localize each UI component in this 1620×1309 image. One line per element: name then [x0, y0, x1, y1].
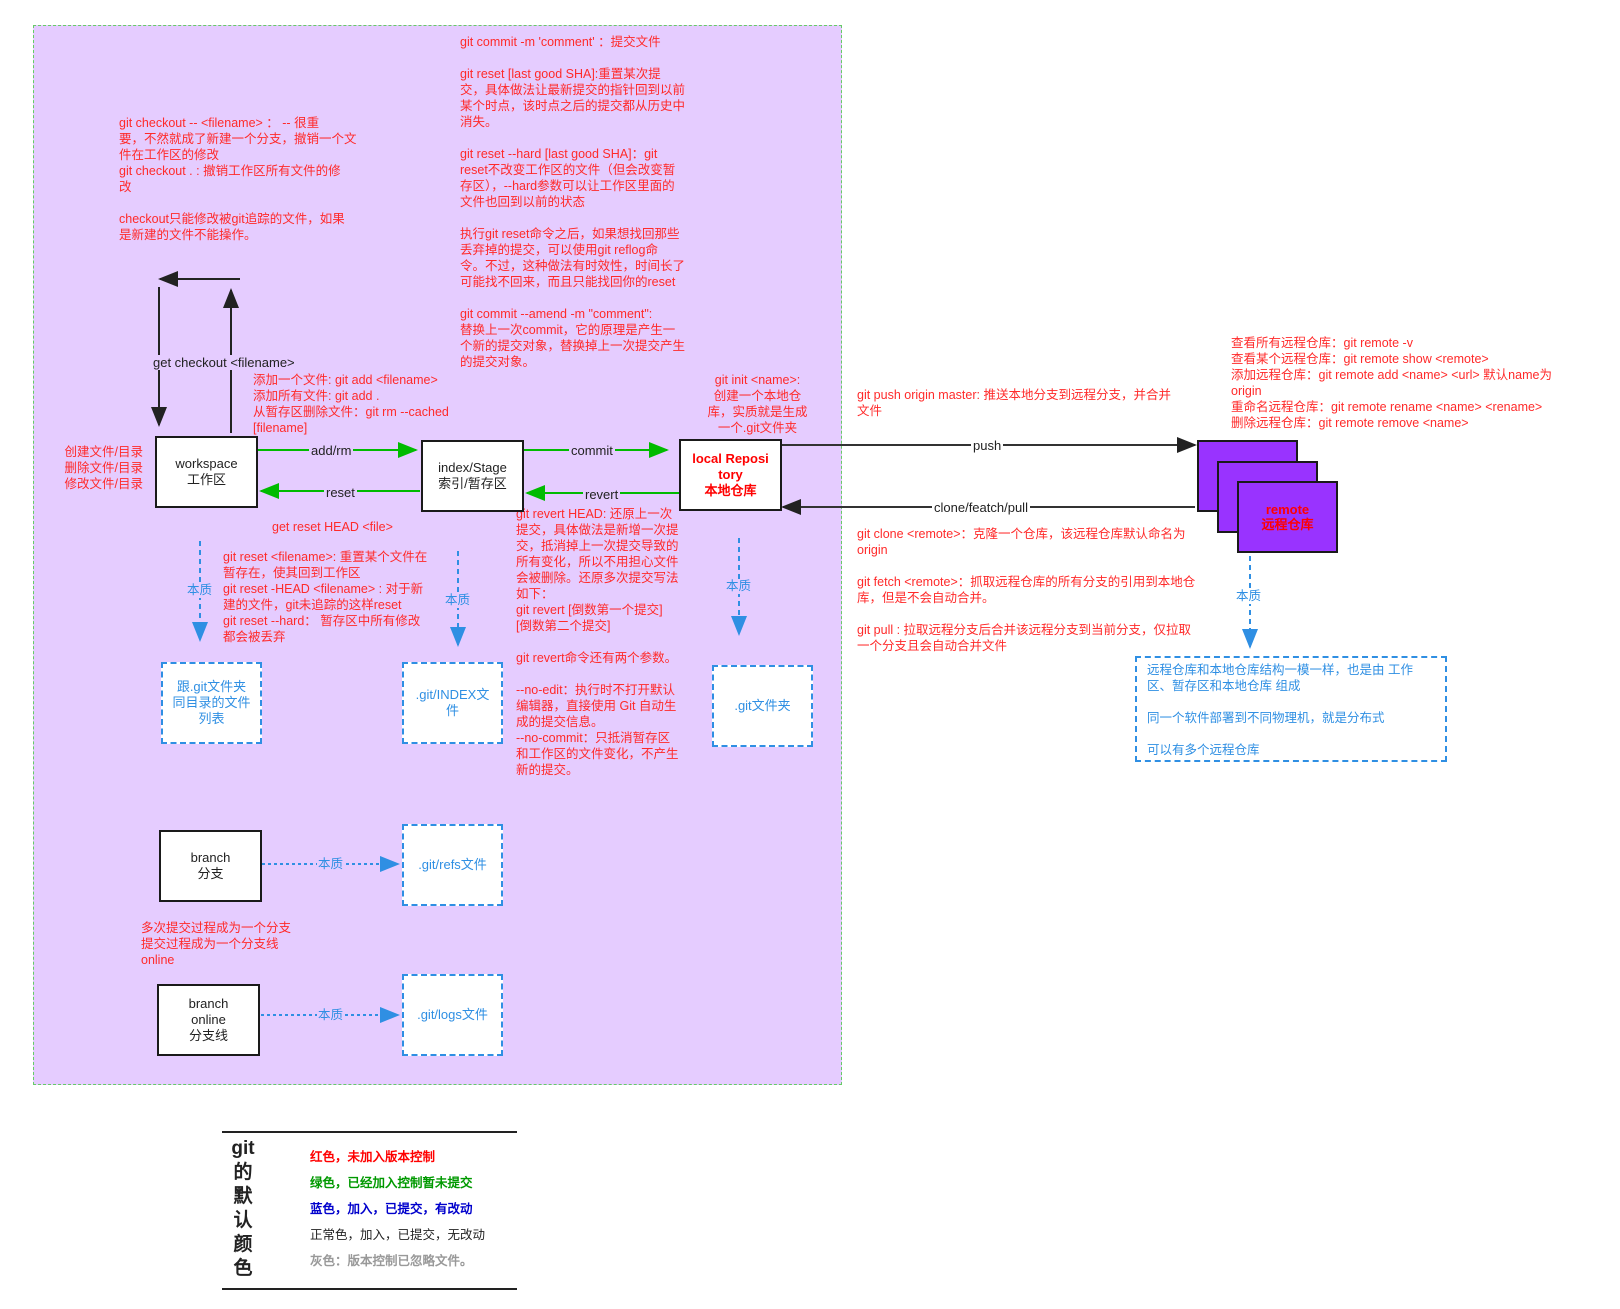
remote-desc-text: 远程仓库和本地仓库结构一模一样，也是由 工作 区、暂存区和本地仓库 组成 同一个…: [1147, 663, 1413, 757]
local-git-region: [33, 25, 842, 1085]
reset-file-note: git reset <filename>: 重置某个文件在 暂存在，使其回到工作…: [223, 550, 428, 644]
clone-fetch-pull-note: git clone <remote>：克隆一个仓库，该远程仓库默认命名为 ori…: [857, 527, 1196, 653]
commit-reset-note: git commit -m 'comment' ：提交文件 git reset …: [460, 35, 686, 369]
git-init-note: git init <name>: 创建一个本地仓 库，实质就是生成 一个.git…: [707, 373, 808, 435]
push-origin-note: git push origin master: 推送本地分支到远程分支，并合并 …: [857, 388, 1171, 418]
revert-label: revert: [583, 487, 621, 502]
git-logs-box: .git/logs文件: [402, 974, 503, 1056]
essence-label-index: 本质: [444, 593, 472, 608]
add-note: 添加一个文件: git add <filename> 添加所有文件: git a…: [253, 373, 449, 435]
essence-label-repo: 本质: [725, 579, 753, 594]
legend-item-green: 绿色，已经加入控制暂未提交: [310, 1176, 473, 1190]
git-index-box: .git/INDEX文 件: [402, 662, 503, 744]
git-refs-box: .git/refs文件: [402, 824, 503, 906]
push-label: push: [971, 438, 1004, 453]
checkout-note: git checkout -- <filename> ： -- 很重 要，不然就…: [119, 116, 357, 242]
remote-repository-node: remote 远程仓库: [1237, 481, 1338, 553]
legend-title: git的默认颜色: [231, 1138, 255, 1279]
legend-item-red: 红色，未加入版本控制: [310, 1150, 436, 1164]
remote-desc-box: 远程仓库和本地仓库结构一模一样，也是由 工作 区、暂存区和本地仓库 组成 同一个…: [1135, 656, 1447, 762]
branch-node: branch 分支: [159, 830, 262, 902]
revert-note: git revert HEAD: 还原上一次 提交，具体做法是新增一次提 交，抵…: [516, 507, 679, 777]
legend-item-blue: 蓝色，加入，已提交，有改动: [310, 1202, 473, 1216]
branch-online-node: branch online 分支线: [157, 984, 260, 1056]
remote-commands-note: 查看所有远程仓库：git remote -v 查看某个远程仓库：git remo…: [1231, 336, 1552, 430]
reset-label: reset: [324, 485, 357, 500]
legend-item-normal: 正常色，加入，已提交，无改动: [310, 1228, 486, 1242]
essence-label-workspace: 本质: [186, 583, 214, 598]
branch-online-note: 多次提交过程成为一个分支 提交过程成为一个分支线 online: [141, 921, 292, 967]
essence-label-remote: 本质: [1235, 589, 1263, 604]
commit-label: commit: [569, 443, 615, 458]
workspace-files-box: 跟.git文件夹 同目录的文件 列表: [161, 662, 262, 744]
workspace-node: workspace 工作区: [155, 436, 258, 508]
legend-item-gray: 灰色：版本控制已忽略文件。: [310, 1254, 473, 1268]
clone-fetch-pull-label: clone/featch/pull: [932, 500, 1030, 515]
get-checkout-label: get checkout <filename>: [151, 355, 297, 370]
legend-list: 红色，未加入版本控制 绿色，已经加入控制暂未提交 蓝色，加入，已提交，有改动 正…: [310, 1149, 485, 1269]
essence-label-branch: 本质: [317, 857, 345, 872]
local-repository-node: local Reposi tory 本地仓库: [679, 439, 782, 511]
add-rm-label: add/rm: [309, 443, 354, 458]
get-reset-head-note: get reset HEAD <file>: [272, 520, 393, 534]
git-folder-box: .git文件夹: [712, 665, 813, 747]
index-stage-node: index/Stage 索引/暂存区: [421, 440, 524, 512]
workspace-ops-note: 创建文件/目录 删除文件/目录 修改文件/目录: [64, 445, 143, 491]
essence-label-branch-online: 本质: [317, 1008, 345, 1023]
